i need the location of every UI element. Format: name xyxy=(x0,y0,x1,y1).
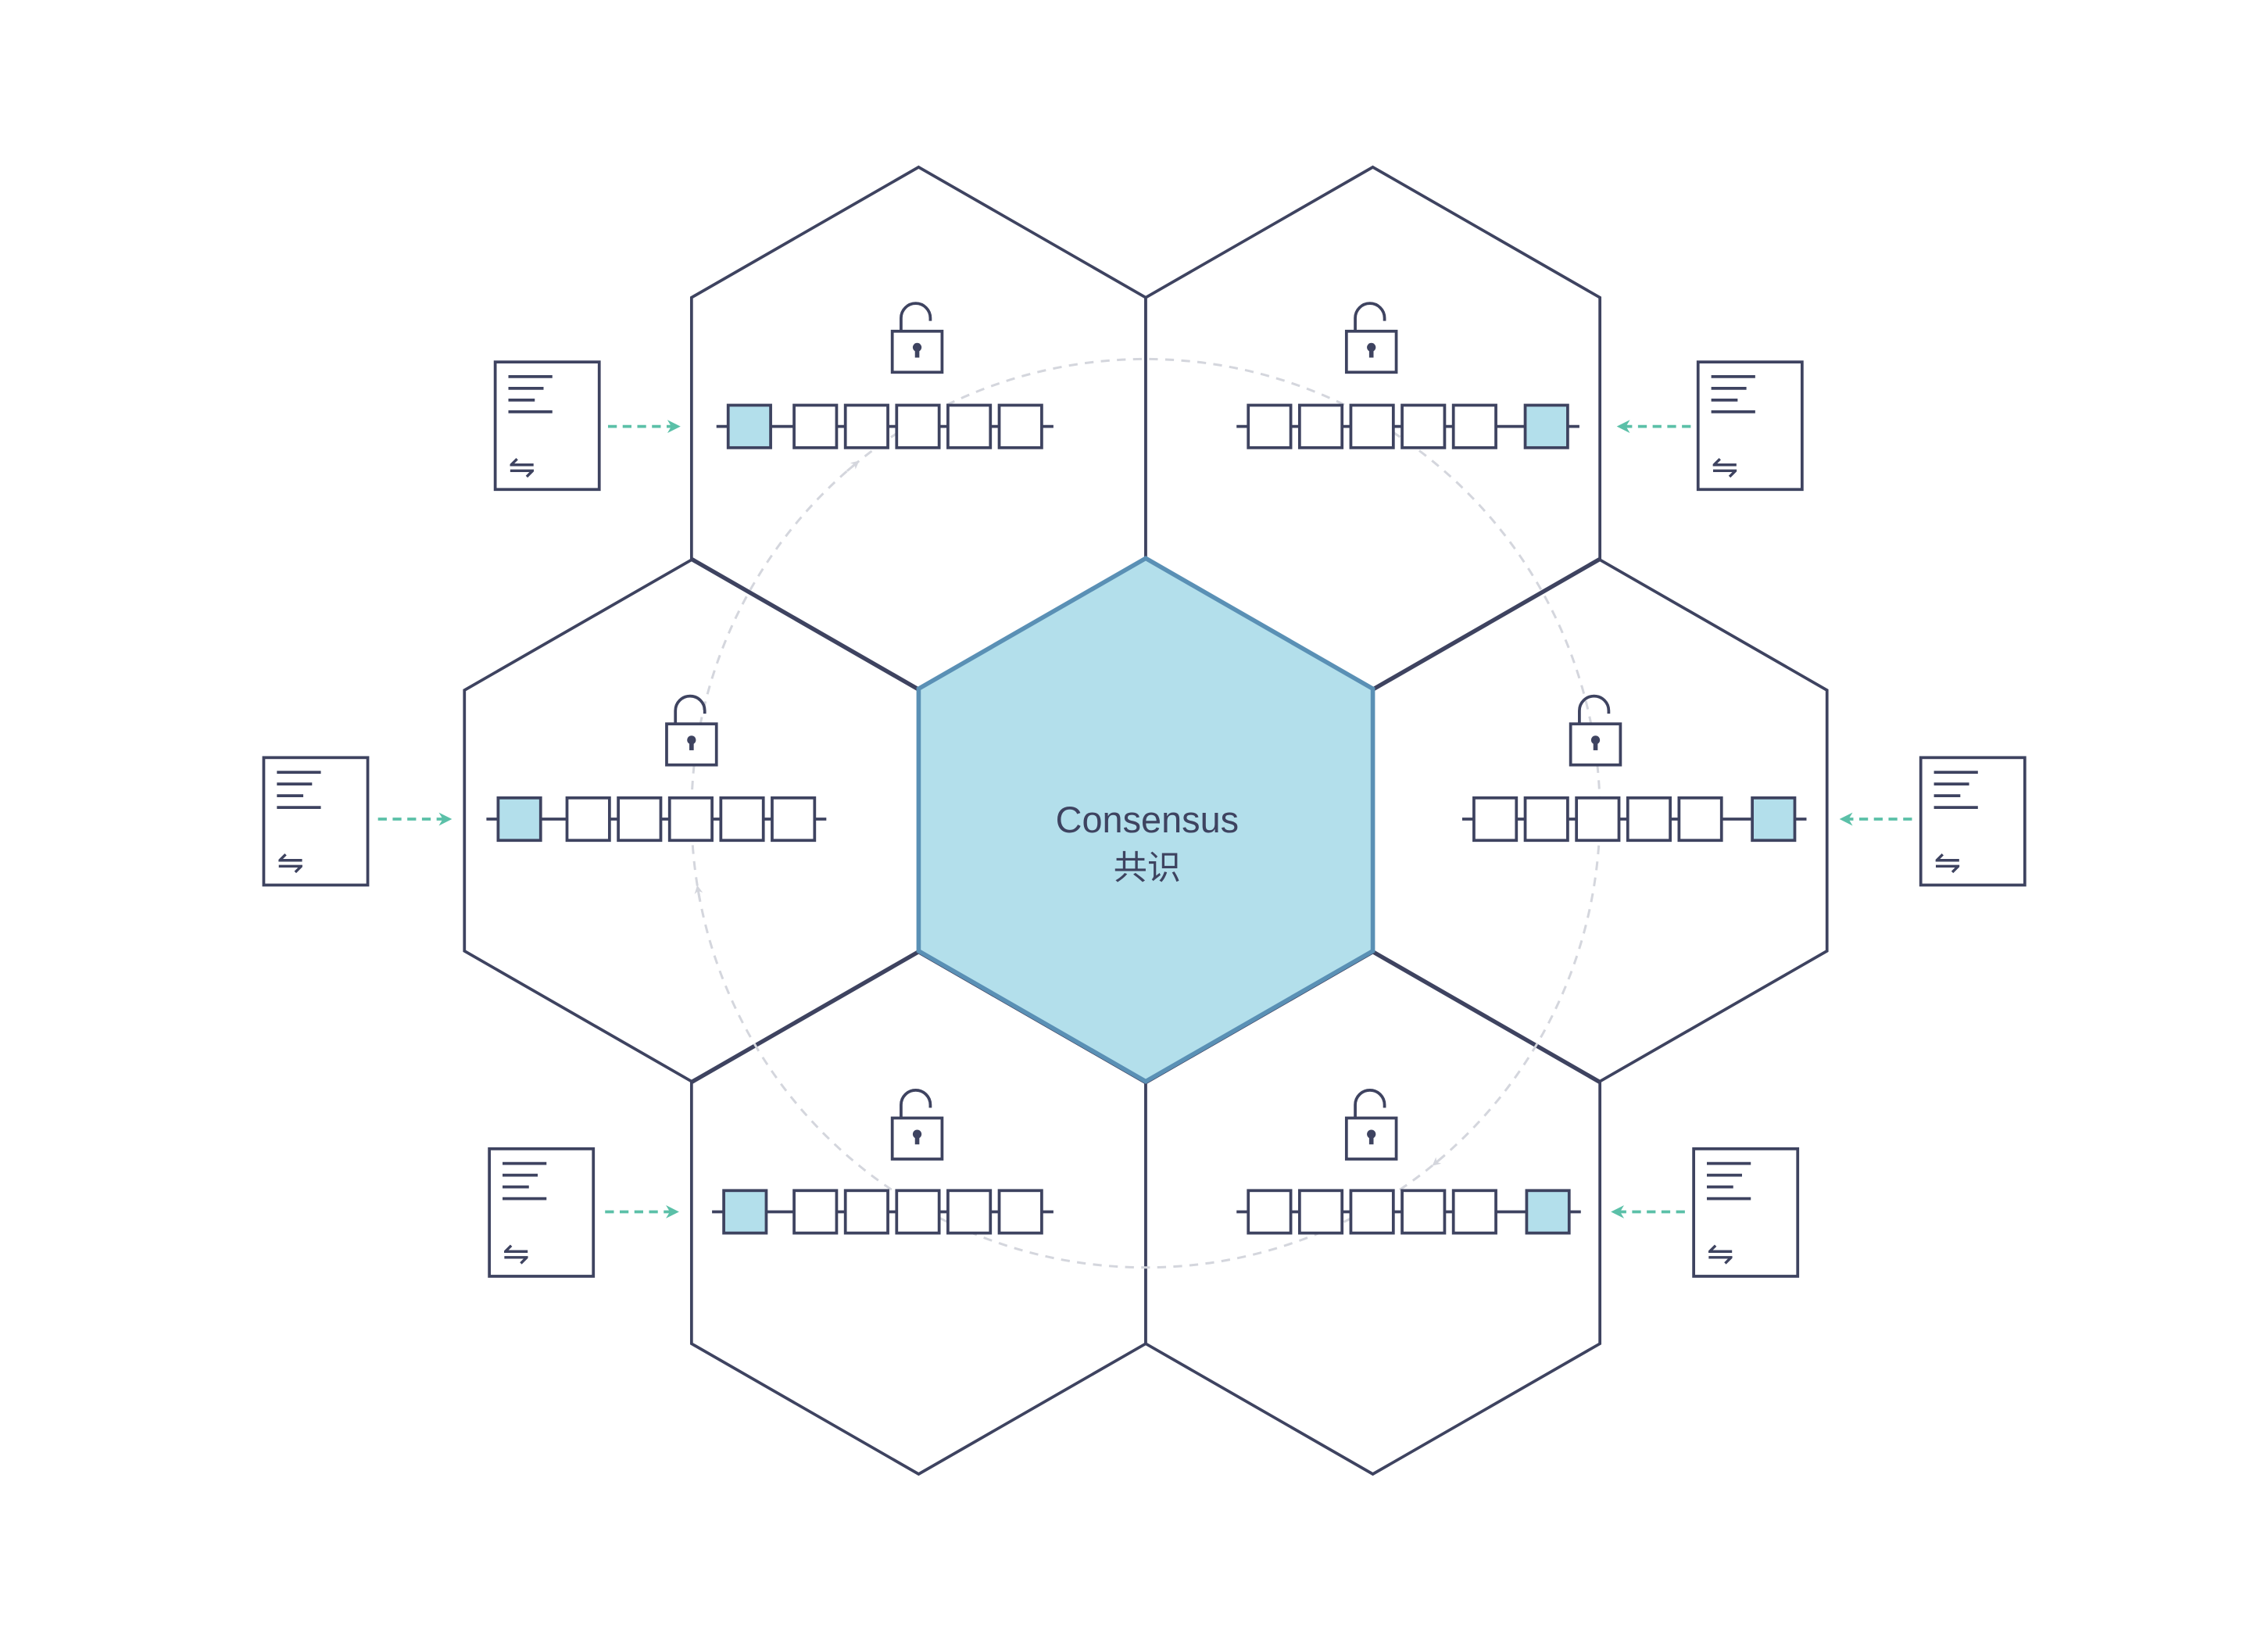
chain-block xyxy=(1523,796,1569,843)
node-middle-right: ⇋ xyxy=(1461,694,2027,887)
blockchain-bottom-left xyxy=(712,1189,1054,1235)
blockchain-middle-right xyxy=(1461,796,1807,843)
node-middle-left: ⇋ xyxy=(262,694,827,887)
chain-block xyxy=(792,1189,839,1235)
chain-block xyxy=(617,796,663,843)
blockchain-bottom-right xyxy=(1236,1189,1581,1235)
chain-block xyxy=(1297,1189,1344,1235)
consensus-label-en: Consensus xyxy=(1056,800,1239,840)
new-block xyxy=(1525,1189,1571,1235)
document-icon: ⇋ xyxy=(488,1147,596,1278)
padlock-icon xyxy=(1344,302,1398,374)
consensus-label-zh: 共识 xyxy=(1114,849,1181,888)
new-block xyxy=(1523,403,1569,449)
consensus-hexagon xyxy=(916,556,1375,1084)
chain-block xyxy=(895,1189,941,1235)
chain-block xyxy=(946,1189,993,1235)
chain-block xyxy=(1401,403,1447,449)
padlock-icon xyxy=(890,302,944,374)
new-block xyxy=(496,796,542,843)
chain-block xyxy=(1451,1189,1497,1235)
chain-block xyxy=(843,1189,889,1235)
document-icon: ⇋ xyxy=(262,756,370,887)
cycle-arrow-3 xyxy=(1432,1154,1446,1166)
document-frame xyxy=(1696,360,1804,492)
document-icon: ⇋ xyxy=(1696,360,1804,492)
chain-block xyxy=(1247,403,1293,449)
new-block xyxy=(722,1189,768,1235)
chain-block xyxy=(1472,796,1519,843)
chain-block xyxy=(1677,796,1723,843)
transfer-arrows-icon: ⇋ xyxy=(1712,449,1739,485)
chain-block xyxy=(946,403,993,449)
padlock-icon xyxy=(890,1089,944,1161)
cycle-arrow-6 xyxy=(846,460,860,472)
blockchain-top-left xyxy=(716,403,1054,449)
node-top-left: ⇋ xyxy=(493,302,1054,492)
chain-block xyxy=(1247,1189,1293,1235)
chain-block xyxy=(997,403,1043,449)
document-icon: ⇋ xyxy=(1919,756,2027,887)
chain-block xyxy=(1575,796,1621,843)
transfer-arrows-icon: ⇋ xyxy=(503,1236,530,1272)
chain-block xyxy=(1451,403,1497,449)
chain-block xyxy=(997,1189,1043,1235)
chain-block xyxy=(792,403,839,449)
cycle-arrow-5 xyxy=(694,885,703,901)
new-block xyxy=(1751,796,1797,843)
chain-block xyxy=(1297,403,1344,449)
document-frame xyxy=(493,360,601,492)
new-block xyxy=(726,403,772,449)
padlock-icon xyxy=(665,694,718,767)
chain-block xyxy=(1401,1189,1447,1235)
chain-block xyxy=(1626,796,1672,843)
chain-block xyxy=(843,403,889,449)
node-top-right: ⇋ xyxy=(1236,302,1804,492)
padlock-icon xyxy=(1569,694,1622,767)
node-bottom-left: ⇋ xyxy=(488,1089,1054,1278)
chain-block xyxy=(1349,403,1395,449)
chain-block xyxy=(565,796,611,843)
document-icon: ⇋ xyxy=(1692,1147,1800,1278)
document-frame xyxy=(1692,1147,1800,1278)
padlock-icon xyxy=(1344,1089,1398,1161)
chain-block xyxy=(719,796,765,843)
transfer-arrows-icon: ⇋ xyxy=(1934,844,1962,880)
document-frame xyxy=(262,756,370,887)
transfer-arrows-icon: ⇋ xyxy=(277,844,304,880)
chain-block xyxy=(667,796,714,843)
transfer-arrows-icon: ⇋ xyxy=(1707,1236,1734,1272)
node-bottom-right: ⇋ xyxy=(1236,1089,1800,1278)
chain-block xyxy=(771,796,817,843)
consensus-label: Consensus 共识 xyxy=(1056,800,1239,888)
blockchain-top-right xyxy=(1236,403,1579,449)
chain-block xyxy=(895,403,941,449)
chain-block xyxy=(1349,1189,1395,1235)
blockchain-middle-left xyxy=(486,796,827,843)
document-icon: ⇋ xyxy=(493,360,601,492)
document-frame xyxy=(1919,756,2027,887)
node-contents: ⇋ ⇋ ⇋ ⇋ ⇋ ⇋ xyxy=(262,302,2027,1278)
document-frame xyxy=(488,1147,596,1278)
transfer-arrows-icon: ⇋ xyxy=(509,449,536,485)
